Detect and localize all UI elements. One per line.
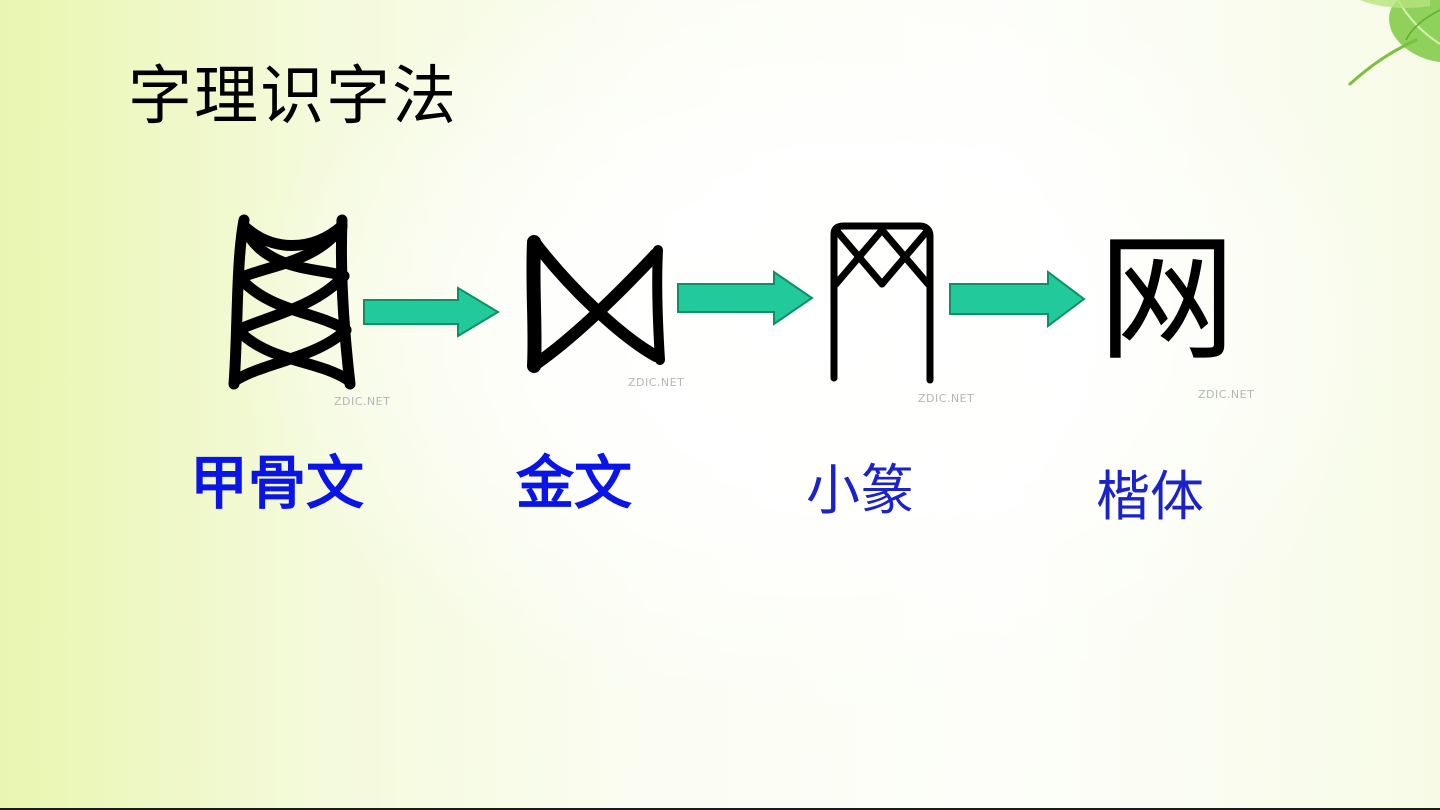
- arrow-right-icon: [949, 270, 1086, 328]
- arrow-right-icon: [677, 270, 814, 326]
- label-small-seal: 小篆: [806, 459, 914, 522]
- green-leaf-icon: [1348, 0, 1440, 86]
- slide-title: 字理识字法: [128, 60, 458, 134]
- label-regular-script: 楷体: [1096, 465, 1204, 528]
- watermark-1: ZDIC.NET: [334, 395, 391, 408]
- label-oracle-bone: 甲骨文: [190, 449, 365, 517]
- regular-script-wang-glyph: 网: [1098, 219, 1237, 380]
- oracle-bone-wang-glyph: [228, 214, 356, 390]
- bronze-wang-glyph: [526, 235, 665, 373]
- watermark-4: ZDIC.NET: [1198, 388, 1255, 401]
- arrow-right-icon: [363, 286, 500, 338]
- watermark-3: ZDIC.NET: [918, 392, 975, 405]
- label-bronze: 金文: [516, 449, 633, 517]
- small-seal-wang-glyph: [830, 222, 934, 384]
- watermark-2: ZDIC.NET: [628, 376, 685, 389]
